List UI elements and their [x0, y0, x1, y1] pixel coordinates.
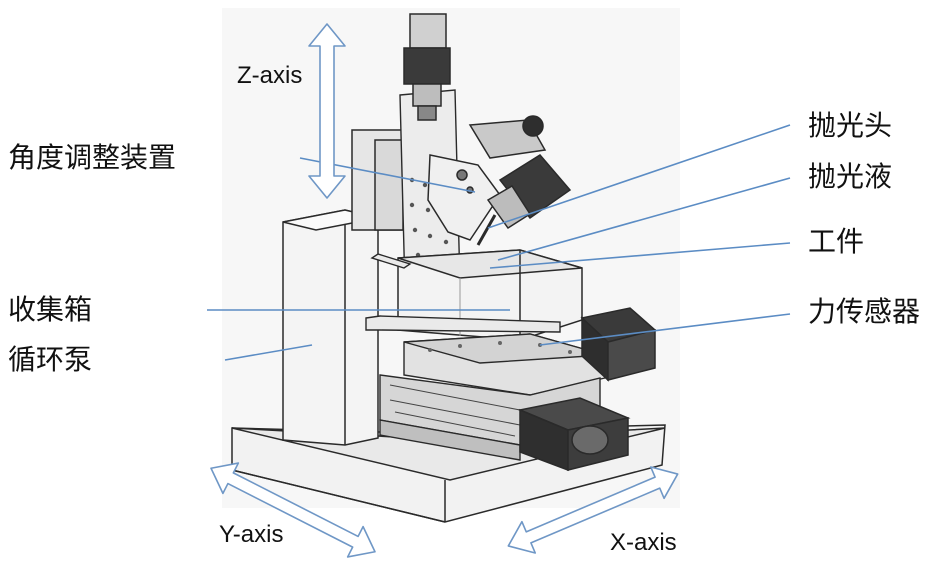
vertical-column	[351, 129, 404, 231]
label-polishing-fluid: 抛光液	[808, 160, 893, 193]
leader-polishing-head	[487, 124, 791, 229]
z-motor	[403, 13, 451, 121]
leader-circulation-pump	[224, 344, 313, 361]
label-polishing-head: 抛光头	[808, 109, 893, 142]
label-collection-box: 收集箱	[8, 293, 93, 326]
z-axis-label: Z-axis	[237, 62, 303, 89]
y-axis-arrow	[210, 462, 376, 558]
angle-adjuster	[427, 154, 501, 241]
polishing-head-motor	[468, 115, 572, 246]
label-workpiece: 工件	[808, 225, 865, 258]
label-force-sensor: 力传感器	[808, 295, 921, 328]
outlet-pipe	[365, 253, 561, 333]
leader-force-sensor	[539, 313, 791, 346]
z-axis-arrow	[308, 23, 346, 199]
force-sensor-stage	[403, 333, 606, 396]
circulation-pump-tower	[282, 209, 379, 446]
y-axis-label: Y-axis	[219, 521, 284, 548]
leader-polishing-fluid	[497, 177, 791, 261]
y-motor	[517, 397, 631, 472]
label-angle-adjuster: 角度调整装置	[8, 141, 177, 174]
x-axis-arrow	[507, 466, 679, 554]
leader-workpiece	[489, 242, 791, 269]
axis-arrows	[210, 23, 679, 558]
x-axis-label: X-axis	[610, 529, 677, 556]
label-circulation-pump: 循环泵	[8, 343, 93, 376]
